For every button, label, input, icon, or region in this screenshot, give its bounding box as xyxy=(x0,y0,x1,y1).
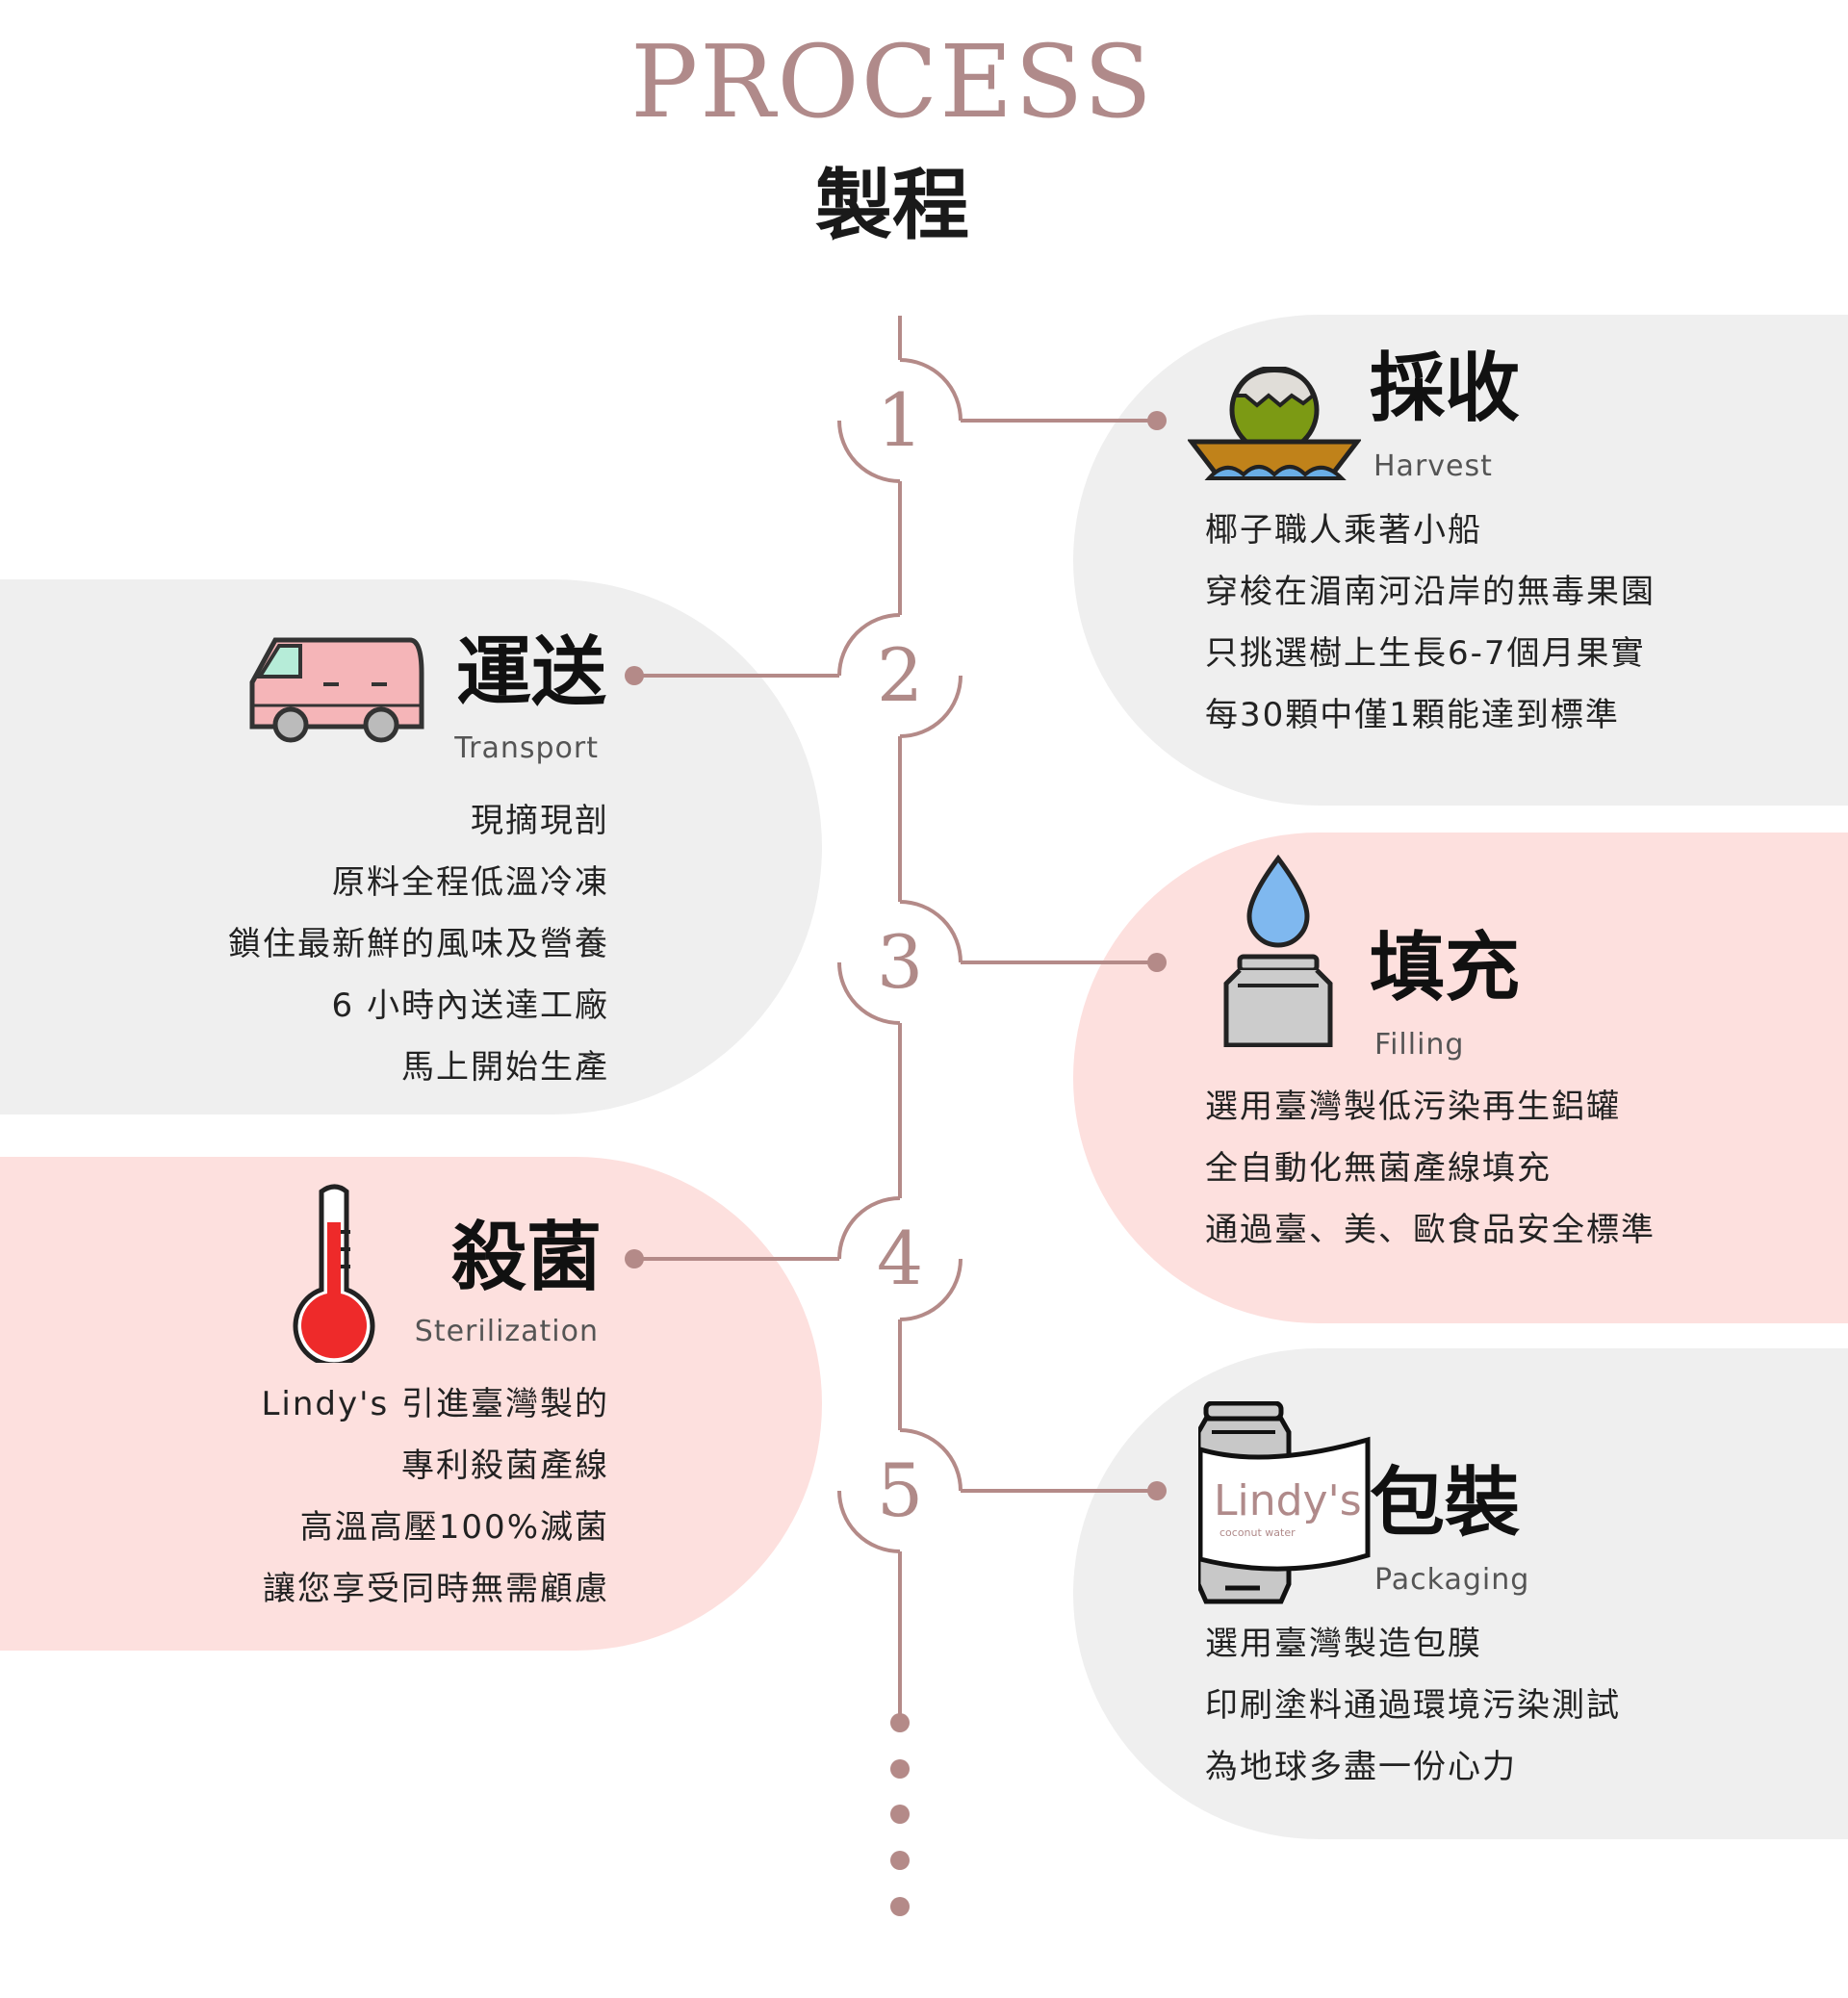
timeline-node-dot xyxy=(625,1249,644,1268)
thermometer-icon xyxy=(293,1184,375,1363)
timeline-arc xyxy=(837,613,901,677)
continuation-dot xyxy=(890,1897,910,1916)
timeline-arc xyxy=(899,1258,962,1321)
body-line: 原料全程低溫冷凍 xyxy=(332,863,609,902)
body-line: 高溫高壓100%滅菌 xyxy=(299,1508,609,1547)
step-body-sterilization: Lindy's 引進臺灣製的 專利殺菌產線 高溫高壓100%滅菌 讓您享受同時無… xyxy=(261,1373,609,1620)
step-body-transport: 現摘現剖 原料全程低溫冷凍 鎖住最新鮮的風味及營養 6 小時內送達工廠 馬上開始… xyxy=(228,790,609,1098)
filling-panel xyxy=(1073,832,1848,1323)
continuation-dot xyxy=(890,1805,910,1824)
timeline-arc xyxy=(899,358,962,422)
body-line: 為地球多盡一份心力 xyxy=(1205,1748,1517,1786)
lindys-can-icon: Lindy's coconut water xyxy=(1198,1401,1372,1605)
continuation-dot xyxy=(890,1851,910,1870)
timeline-arc xyxy=(899,1428,962,1492)
body-line: 每30顆中僅1顆能達到標準 xyxy=(1205,696,1620,734)
page-title: PROCESS xyxy=(630,23,1154,141)
step-title-transport: 運送 xyxy=(455,628,606,716)
body-line: 選用臺灣製低污染再生鋁罐 xyxy=(1205,1088,1621,1126)
timeline-arc xyxy=(899,675,962,738)
coconut-boat-icon xyxy=(1188,367,1361,480)
step-subtitle-transport: Transport xyxy=(454,731,599,765)
water-drop-jar-icon xyxy=(1223,855,1333,1047)
step-number-1: 1 xyxy=(876,377,924,463)
can-brand: Lindy's xyxy=(1214,1476,1362,1525)
body-line: 印刷塗料通過環境污染測試 xyxy=(1205,1686,1621,1725)
step-body-packaging: 選用臺灣製造包膜 印刷塗料通過環境污染測試 為地球多盡一份心力 xyxy=(1205,1613,1621,1798)
harvest-panel xyxy=(1073,315,1848,806)
step-title-packaging: 包裝 xyxy=(1370,1459,1521,1547)
timeline-arc xyxy=(837,961,901,1025)
continuation-dot xyxy=(890,1713,910,1732)
step-number-5: 5 xyxy=(876,1447,924,1533)
timeline-arc xyxy=(837,420,901,483)
body-line: 6 小時內送達工廠 xyxy=(331,986,609,1025)
van-icon xyxy=(249,637,424,743)
body-line: 椰子職人乘著小船 xyxy=(1205,511,1482,550)
step-title-harvest: 採收 xyxy=(1370,345,1521,432)
step-subtitle-filling: Filling xyxy=(1374,1028,1465,1062)
step-subtitle-packaging: Packaging xyxy=(1374,1563,1530,1597)
timeline-arc xyxy=(899,900,962,963)
step-subtitle-sterilization: Sterilization xyxy=(414,1315,599,1348)
timeline-node-dot xyxy=(1147,953,1167,972)
continuation-dot xyxy=(890,1759,910,1779)
can-tagline: coconut water xyxy=(1219,1526,1296,1539)
sterilization-panel xyxy=(0,1157,822,1651)
body-line: 全自動化無菌產線填充 xyxy=(1205,1149,1552,1188)
body-line: 選用臺灣製造包膜 xyxy=(1205,1625,1482,1663)
step-number-3: 3 xyxy=(876,919,924,1005)
page-subtitle: 製程 xyxy=(815,160,969,250)
timeline-arc xyxy=(837,1196,901,1260)
body-line: 讓您享受同時無需顧慮 xyxy=(263,1570,609,1608)
step-body-harvest: 椰子職人乘著小船 穿梭在湄南河沿岸的無毒果園 只挑選樹上生長6-7個月果實 每3… xyxy=(1205,500,1656,746)
step-number-4: 4 xyxy=(876,1216,924,1301)
body-line: 通過臺、美、歐食品安全標準 xyxy=(1205,1211,1656,1249)
step-title-filling: 填充 xyxy=(1370,924,1521,1012)
step-subtitle-harvest: Harvest xyxy=(1373,449,1493,483)
body-line: 現摘現剖 xyxy=(471,802,609,840)
body-line: 穿梭在湄南河沿岸的無毒果園 xyxy=(1205,573,1656,611)
step-number-2: 2 xyxy=(876,632,924,718)
body-line: 馬上開始生產 xyxy=(401,1048,609,1087)
timeline-node-dot xyxy=(1147,1481,1167,1500)
body-line: Lindy's 引進臺灣製的 xyxy=(261,1385,609,1423)
timeline-node-dot xyxy=(625,666,644,685)
timeline-arc xyxy=(837,1490,901,1553)
step-title-sterilization: 殺菌 xyxy=(450,1214,602,1301)
timeline-node-dot xyxy=(1147,411,1167,430)
body-line: 專利殺菌產線 xyxy=(401,1447,609,1485)
step-body-filling: 選用臺灣製低污染再生鋁罐 全自動化無菌產線填充 通過臺、美、歐食品安全標準 xyxy=(1205,1076,1656,1261)
body-line: 鎖住最新鮮的風味及營養 xyxy=(228,925,609,963)
body-line: 只挑選樹上生長6-7個月果實 xyxy=(1205,634,1646,673)
